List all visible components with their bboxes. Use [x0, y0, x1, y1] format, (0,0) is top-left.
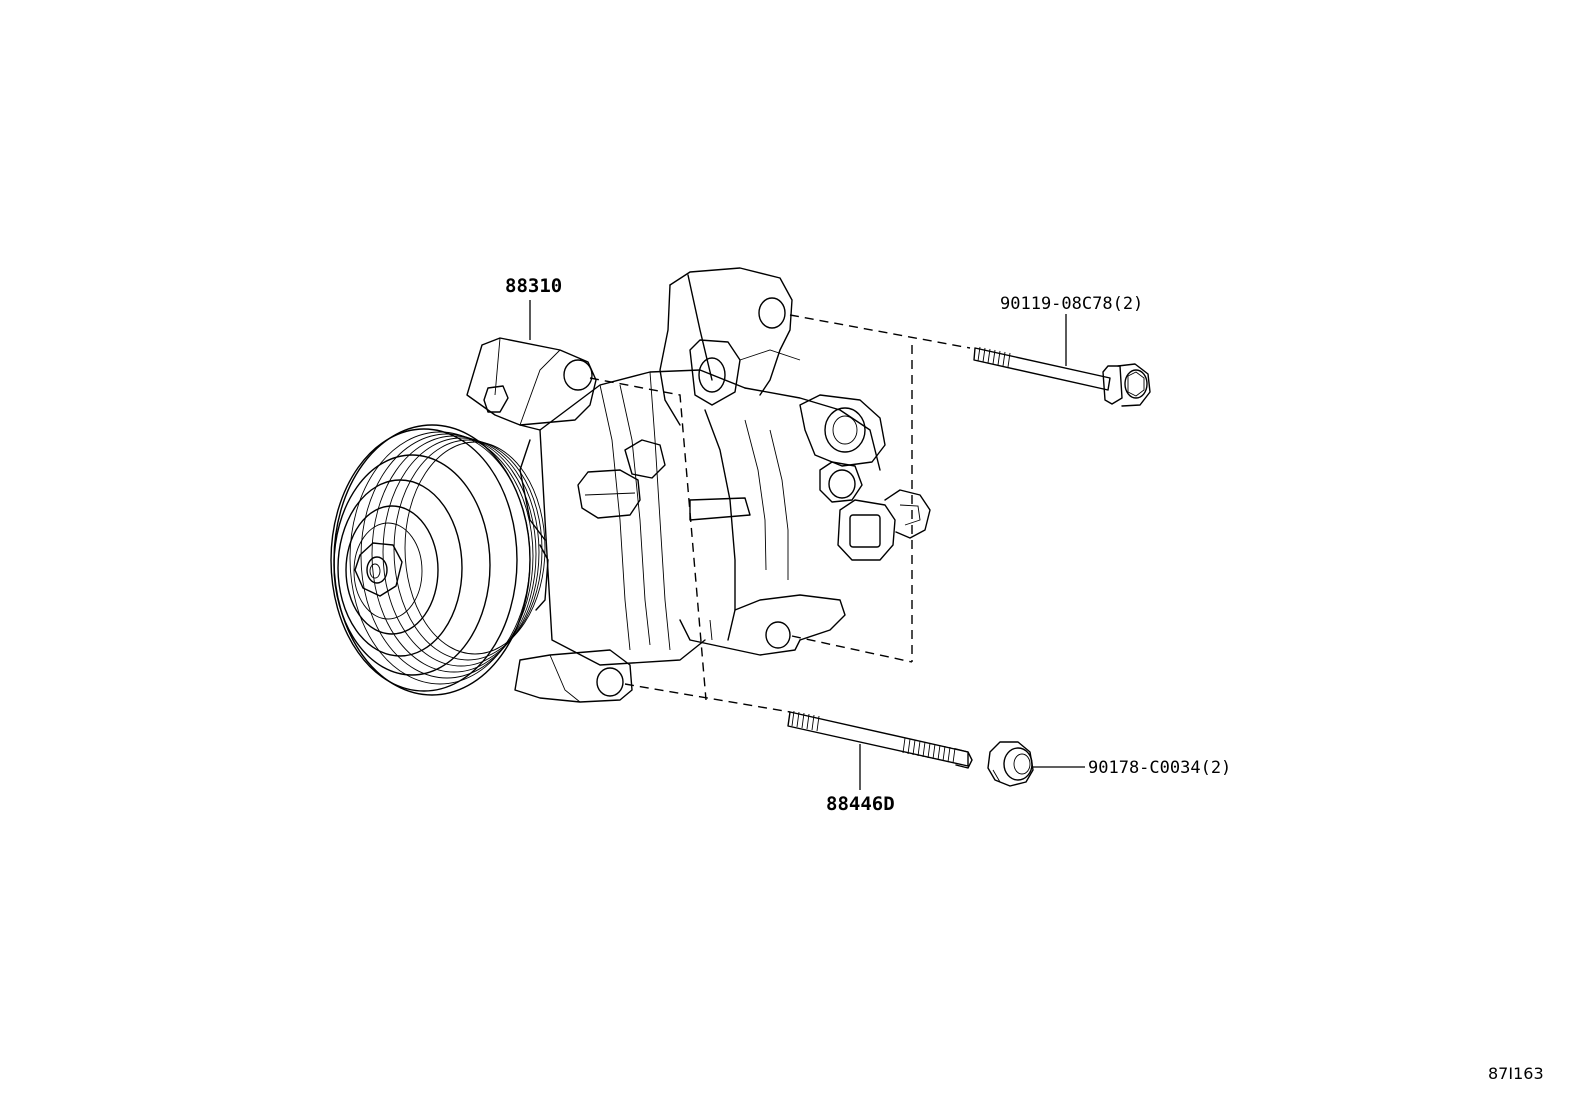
compressor-drawing — [330, 267, 931, 703]
bolt-90119-drawing — [973, 346, 1151, 407]
part-label-90178-C0034[interactable]: 90178-C0034(2) — [1088, 758, 1231, 778]
leader-lines — [529, 300, 1085, 790]
nut-90178-drawing — [987, 741, 1034, 787]
part-label-88310[interactable]: 88310 — [505, 275, 562, 297]
stud-88446D-drawing — [787, 710, 973, 769]
diagram-reference-code: 87I163 — [1488, 1064, 1544, 1083]
part-label-90119-08C78[interactable]: 90119-08C78(2) — [1000, 294, 1143, 314]
part-label-88446D[interactable]: 88446D — [826, 793, 895, 815]
alignment-lines — [589, 314, 971, 713]
